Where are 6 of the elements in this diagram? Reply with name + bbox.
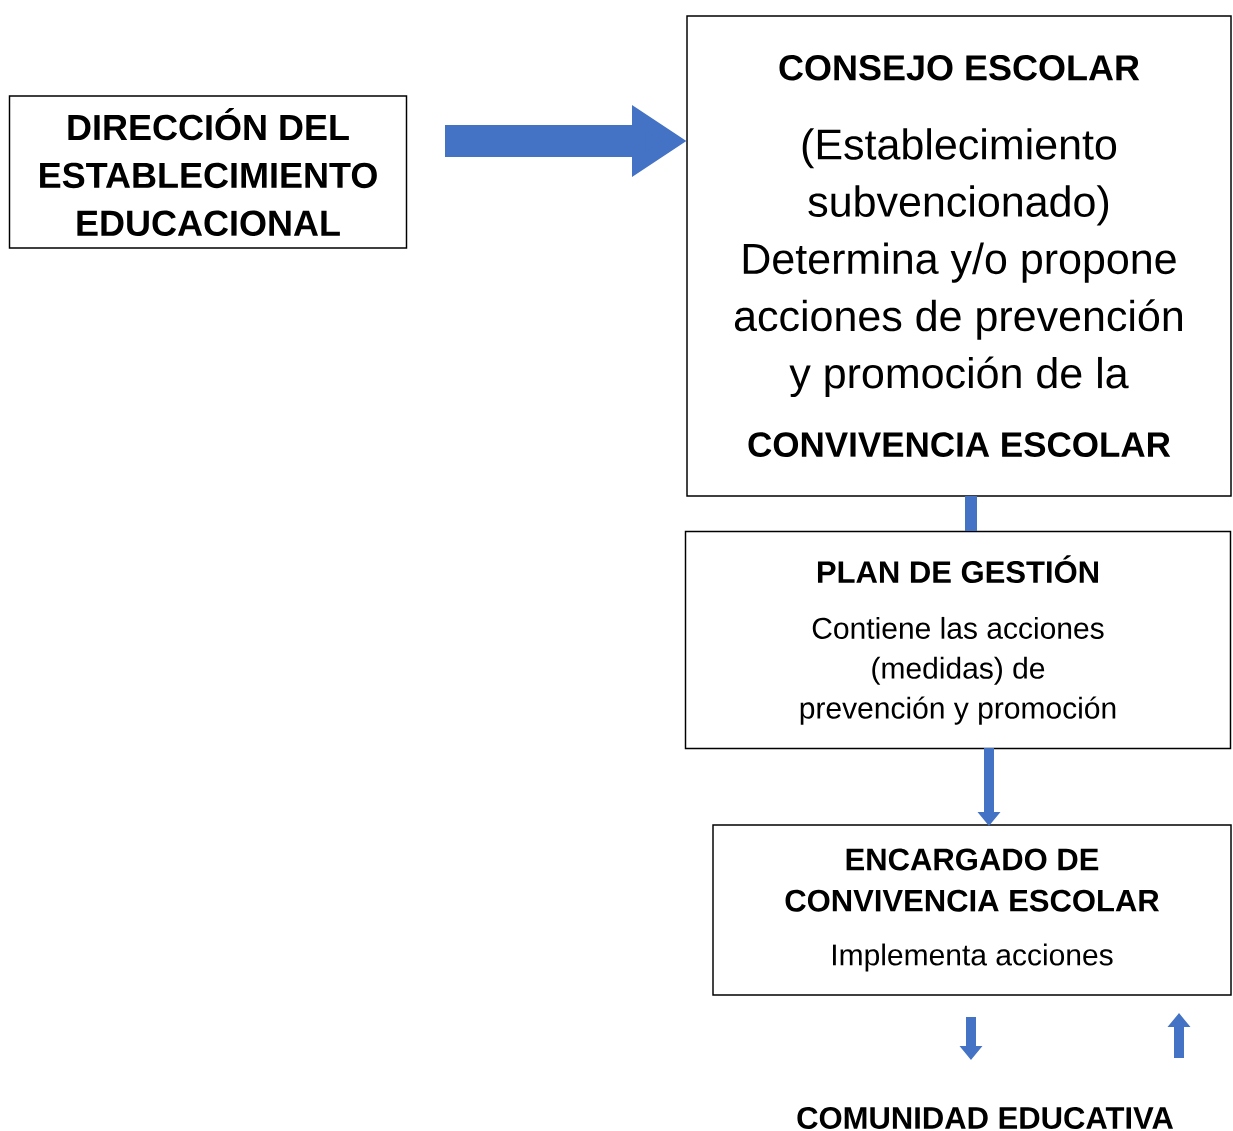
process-box: CONSEJO ESCOLAR (Establecimiento subvencionado) Determina y/o propone acciones de prevención y promoción de la CONVIVENCIA ESCOLAR [686,15,1232,497]
connector-line [965,496,977,531]
process-box: DIRECCIÓN DEL ESTABLECIMIENTO EDUCACIONAL [8,95,408,249]
process-box: PLAN DE GESTIÓN Contiene las acciones (medidas) de prevención y promoción [684,530,1232,750]
text-label: COMUNIDAD EDUCATIVA [797,1107,1173,1129]
process-box: ENCARGADO DE CONVIVENCIA ESCOLAR Implementa acciones [712,824,1232,996]
